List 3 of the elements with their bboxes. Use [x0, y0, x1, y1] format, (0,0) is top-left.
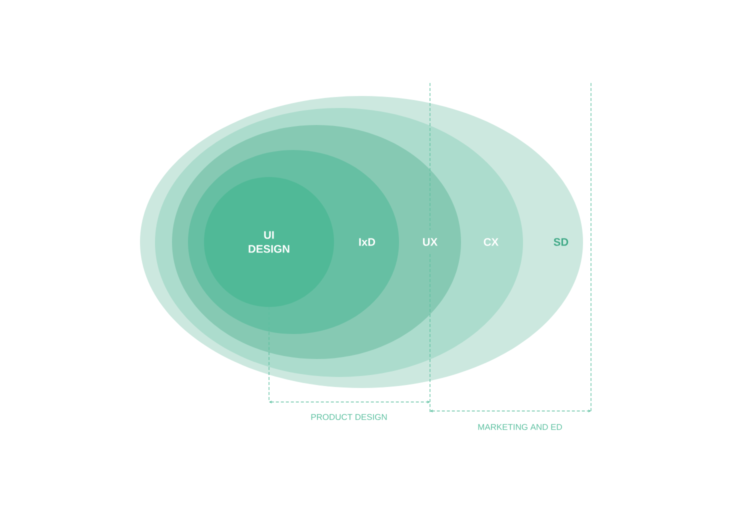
dimension-label: PRODUCT DESIGN	[311, 414, 387, 420]
ellipse-region: UI DESIGN	[204, 177, 334, 307]
dimension-label: MARKETING AND ED	[478, 424, 562, 430]
